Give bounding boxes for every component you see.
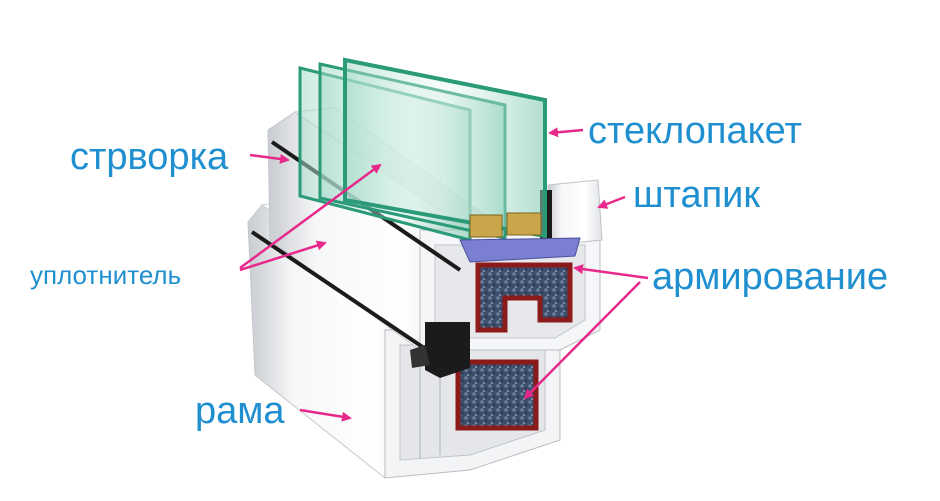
glazing-unit [298, 57, 581, 263]
label-gasket: уплотнитель [30, 260, 182, 290]
arrow-gasket-upper [239, 163, 382, 270]
label-reinforcement: армирование [652, 256, 889, 298]
sash-reinforcement [475, 262, 573, 333]
label-glazing-bead: штапик [633, 174, 761, 216]
glazing-bead [540, 179, 603, 246]
arrow-gasket-lower [239, 240, 327, 272]
arrow-reinforcement-lower [523, 281, 641, 400]
label-sash: стрворка [70, 136, 229, 178]
annotation-arrows [239, 127, 649, 422]
arrow-frame [299, 408, 352, 422]
arrow-glazing-unit [548, 127, 584, 138]
arrow-sash [249, 153, 290, 164]
frame-reinforcement [455, 359, 539, 431]
arrow-glazing-bead [597, 195, 626, 209]
label-frame: рама [195, 390, 285, 432]
label-glazing-unit: стеклопакет [588, 110, 802, 152]
arrow-reinforcement-upper [573, 264, 649, 280]
